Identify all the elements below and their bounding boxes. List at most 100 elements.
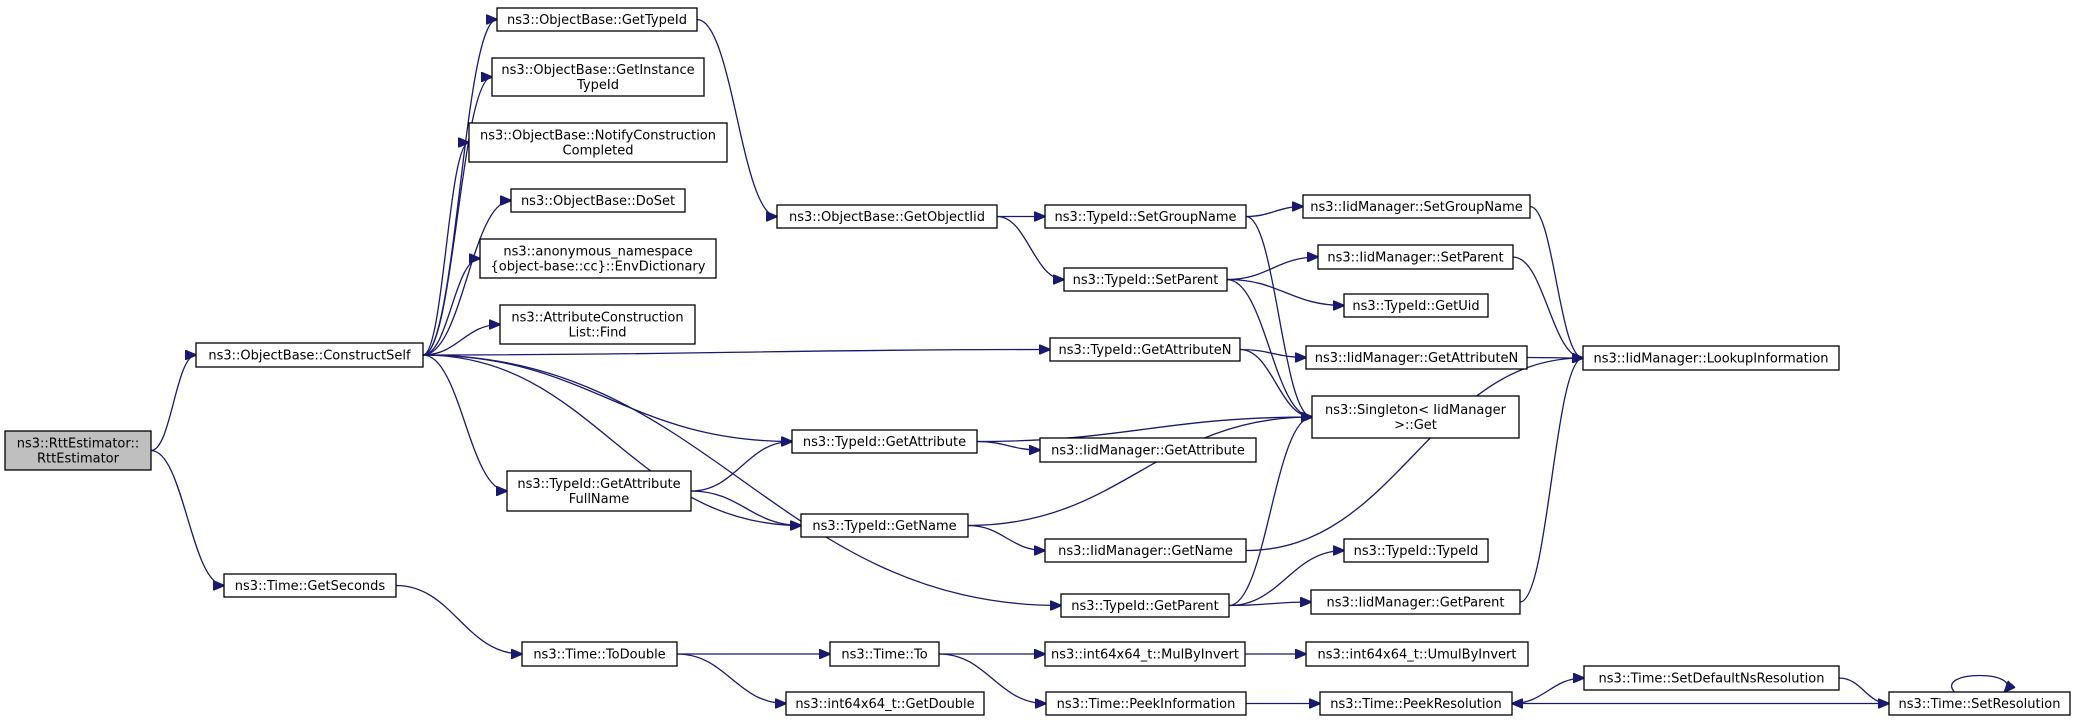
node-label: ns3::TypeId::TypeId — [1354, 544, 1479, 559]
node-imgn[interactable]: ns3::IidManager::GetName — [1044, 538, 1247, 563]
edge-line — [1228, 602, 1311, 606]
node-box — [776, 204, 998, 229]
edge-imsp-to-imli — [1512, 256, 1583, 358]
node-box — [1045, 691, 1247, 716]
node-label: ns3::ObjectBase::DoSet — [521, 194, 675, 209]
node-label: ns3::TypeId::GetName — [812, 519, 956, 534]
node-imbi[interactable]: ns3::int64x64_t::MulByInvert — [1044, 641, 1246, 667]
node-box — [506, 470, 692, 512]
node-box — [1044, 641, 1246, 667]
node-tpr[interactable]: ns3::Time::PeekResolution — [1319, 691, 1513, 716]
edge-line — [1226, 278, 1344, 306]
edge-line — [976, 417, 1312, 443]
edge-line — [1226, 257, 1318, 281]
node-ttid[interactable]: ns3::TypeId::TypeId — [1343, 538, 1489, 563]
edge-gs-to-ttd — [395, 584, 522, 655]
node-label: ns3::AttributeConstruction — [511, 311, 683, 326]
edge-tgp-to-imgp — [1228, 602, 1311, 606]
node-ncc[interactable]: ns3::ObjectBase::NotifyConstructionCompl… — [468, 122, 728, 163]
node-tpi[interactable]: ns3::Time::PeekInformation — [1045, 691, 1247, 716]
edge-line — [1228, 551, 1344, 607]
node-tsdnr[interactable]: ns3::Time::SetDefaultNsResolution — [1583, 665, 1840, 691]
node-box — [1063, 267, 1228, 292]
node-box — [1319, 691, 1513, 716]
node-box — [1305, 641, 1529, 667]
node-sget[interactable]: ns3::Singleton< IidManager>::Get — [1311, 395, 1520, 439]
edge-line — [1951, 674, 2008, 693]
node-imgan[interactable]: ns3::IidManager::GetAttributeN — [1305, 345, 1528, 370]
node-envd[interactable]: ns3::anonymous_namespace{object-base::cc… — [479, 238, 717, 279]
node-cs[interactable]: ns3::ObjectBase::ConstructSelf — [195, 342, 424, 368]
node-tsr[interactable]: ns3::Time::SetResolution — [1888, 691, 2071, 716]
node-imsgn[interactable]: ns3::IidManager::SetGroupName — [1302, 194, 1531, 219]
edge-line — [395, 584, 522, 655]
node-tgp[interactable]: ns3::TypeId::GetParent — [1060, 593, 1230, 618]
node-doset[interactable]: ns3::ObjectBase::DoSet — [510, 188, 686, 213]
edge-tsgn-to-imsgn — [1245, 207, 1303, 218]
edge-cs-to-ncc — [422, 143, 469, 356]
node-tto[interactable]: ns3::Time::To — [829, 641, 940, 667]
edge-tsp-to-imsp — [1226, 257, 1318, 281]
edge-line — [422, 77, 492, 356]
node-gtid[interactable]: ns3::ObjectBase::GetTypeId — [496, 7, 698, 32]
edge-cs-to-aclf — [422, 325, 500, 356]
node-tguid[interactable]: ns3::TypeId::GetUid — [1343, 293, 1489, 318]
node-box — [1310, 589, 1521, 615]
node-label: Completed — [563, 144, 634, 159]
node-tsgn[interactable]: ns3::TypeId::SetGroupName — [1044, 204, 1247, 229]
node-tsp[interactable]: ns3::TypeId::SetParent — [1063, 267, 1228, 292]
node-goid[interactable]: ns3::ObjectBase::GetObjectIid — [776, 204, 998, 229]
edge-ttd-to-igd — [676, 653, 786, 704]
edge-line — [967, 417, 1312, 527]
node-tgn[interactable]: ns3::TypeId::GetName — [800, 513, 969, 538]
node-igd[interactable]: ns3::int64x64_t::GetDouble — [785, 691, 985, 716]
node-imli[interactable]: ns3::IidManager::LookupInformation — [1582, 345, 1840, 371]
node-label: ns3::TypeId::GetParent — [1071, 599, 1219, 614]
edge-rtt-to-cs — [150, 355, 196, 452]
edge-line — [422, 354, 1061, 606]
edge-line — [1512, 256, 1583, 358]
node-label: ns3::Time::SetResolution — [1899, 697, 2061, 712]
node-imgp[interactable]: ns3::IidManager::GetParent — [1310, 589, 1521, 615]
node-box — [1302, 194, 1531, 219]
edge-tto-to-tpi — [938, 653, 1046, 704]
node-gs[interactable]: ns3::Time::GetSeconds — [223, 573, 397, 598]
node-label: ns3::IidManager::GetAttributeN — [1315, 351, 1519, 366]
node-label: ns3::RttEstimator:: — [17, 437, 140, 452]
edge-line — [422, 20, 497, 356]
edge-line — [1245, 207, 1303, 218]
edge-line — [1511, 678, 1584, 705]
node-box — [1583, 665, 1840, 691]
edge-line — [690, 490, 801, 526]
node-ttd[interactable]: ns3::Time::ToDouble — [521, 641, 678, 667]
node-label: ns3::int64x64_t::UmulByInvert — [1318, 648, 1517, 663]
edge-line — [422, 354, 801, 526]
edge-goid-to-tsp — [996, 215, 1064, 280]
node-imsp[interactable]: ns3::IidManager::SetParent — [1317, 244, 1514, 270]
node-label: ns3::TypeId::GetAttribute — [803, 435, 966, 450]
node-box — [785, 691, 985, 716]
node-label: ns3::IidManager::LookupInformation — [1593, 352, 1828, 367]
node-tga[interactable]: ns3::TypeId::GetAttribute — [791, 429, 978, 454]
node-label: ns3::ObjectBase::GetObjectIid — [789, 210, 985, 225]
node-label: ns3::Singleton< IidManager — [1325, 403, 1507, 418]
node-box — [195, 342, 424, 368]
edge-tsgn-to-sget — [1245, 215, 1312, 418]
node-label: ns3::Time::GetSeconds — [235, 579, 386, 594]
node-label: ns3::IidManager::GetAttribute — [1051, 444, 1245, 459]
node-tgan[interactable]: ns3::TypeId::GetAttributeN — [1049, 337, 1241, 362]
edge-line — [422, 350, 1050, 356]
node-box — [223, 573, 397, 598]
node-iumbi[interactable]: ns3::int64x64_t::UmulByInvert — [1305, 641, 1529, 667]
edge-line — [422, 201, 511, 356]
edge-line — [1838, 677, 1889, 704]
edge-line — [150, 355, 196, 452]
node-label: ns3::Time::PeekInformation — [1057, 697, 1236, 712]
node-rtt[interactable]: ns3::RttEstimator::RttEstimator — [4, 430, 152, 471]
node-box — [1343, 293, 1489, 318]
node-imga[interactable]: ns3::IidManager::GetAttribute — [1039, 437, 1257, 463]
node-label: TypeId — [576, 78, 619, 93]
